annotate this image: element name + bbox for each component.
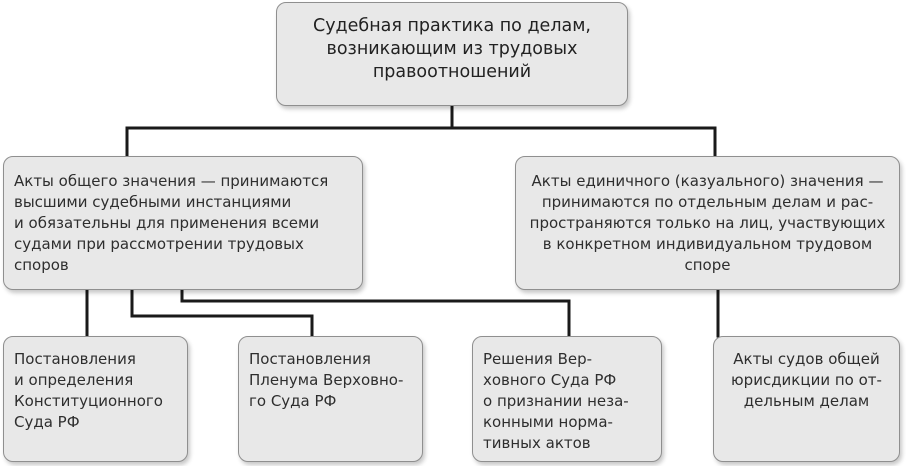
node-general-jurisdiction-acts: Акты судов общей юрисдикции по от- дельн…: [713, 336, 900, 462]
node-individual-acts: Акты единичного (казуального) значения —…: [515, 156, 900, 290]
node-supreme-court-plenum-acts: Постановления Пленума Верховно- го Суда …: [238, 336, 423, 462]
node-supreme-court-decisions: Решения Вер- ховного Суда РФ о признании…: [472, 336, 662, 462]
root-node: Судебная практика по делам, возникающим …: [276, 2, 628, 106]
node-general-acts: Акты общего значения — принимаются высши…: [3, 156, 363, 290]
node-constitutional-court-acts: Постановления и определения Конституцион…: [3, 336, 188, 462]
